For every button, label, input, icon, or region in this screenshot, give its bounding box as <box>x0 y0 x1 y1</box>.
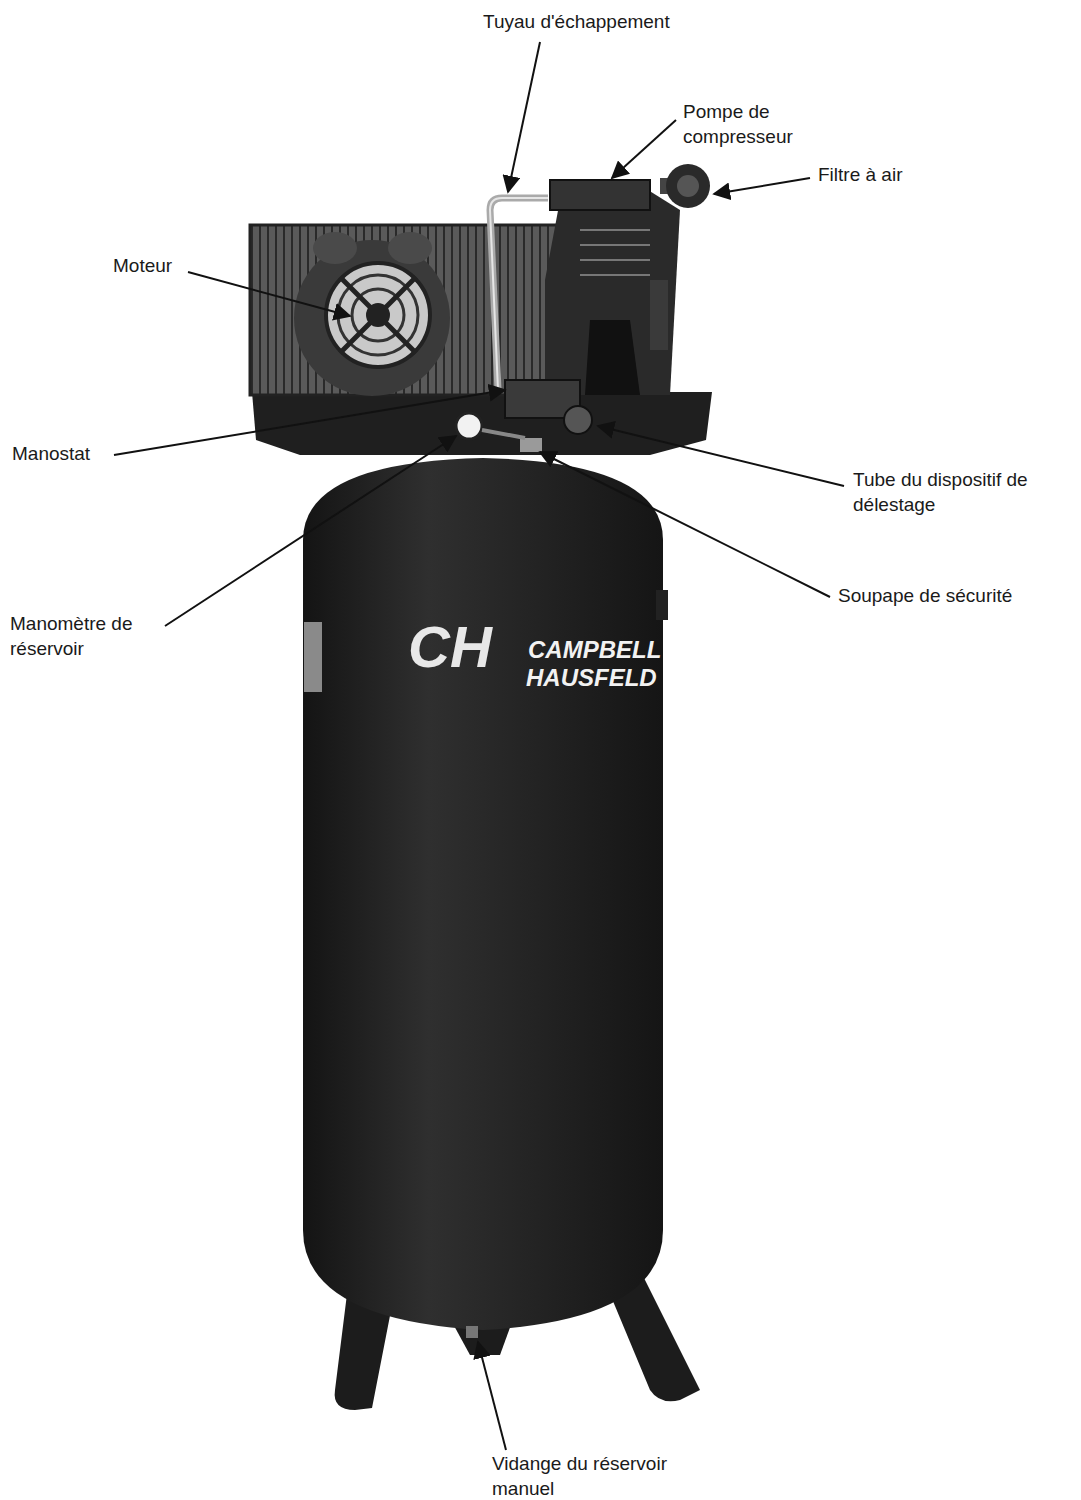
part-label: Moteur <box>113 254 172 279</box>
part-label: Soupape de sécurité <box>838 584 1012 609</box>
part-label: Filtre à air <box>818 163 902 188</box>
motor <box>294 232 450 396</box>
brand-name: HAUSFELD <box>526 666 657 690</box>
part-label: Manomètre de réservoir <box>10 612 165 661</box>
tank-handle <box>656 590 668 620</box>
leader-lines <box>114 42 844 1450</box>
belt-guard <box>250 225 565 395</box>
part-label: Tuyau d'échappement <box>483 10 670 35</box>
exhaust-tube <box>490 198 548 390</box>
tank-sticker <box>304 622 322 692</box>
air-tank <box>303 458 663 1330</box>
part-label: Pompe de compresseur <box>683 100 833 149</box>
part-label: Tube du dispositif de délestage <box>853 468 1078 517</box>
safety-valve <box>520 438 542 452</box>
brand-logo: CH <box>408 618 492 676</box>
drain-valve <box>466 1326 478 1338</box>
mounting-plate <box>252 392 712 455</box>
compressor-pump <box>545 180 680 395</box>
part-label: Vidange du réservoir manuel <box>492 1452 702 1500</box>
tank-gauge <box>456 413 482 439</box>
brand-name: CAMPBELL <box>528 638 661 662</box>
part-label: Manostat <box>12 442 90 467</box>
unloader-fitting <box>564 406 592 434</box>
air-filter <box>660 164 710 208</box>
